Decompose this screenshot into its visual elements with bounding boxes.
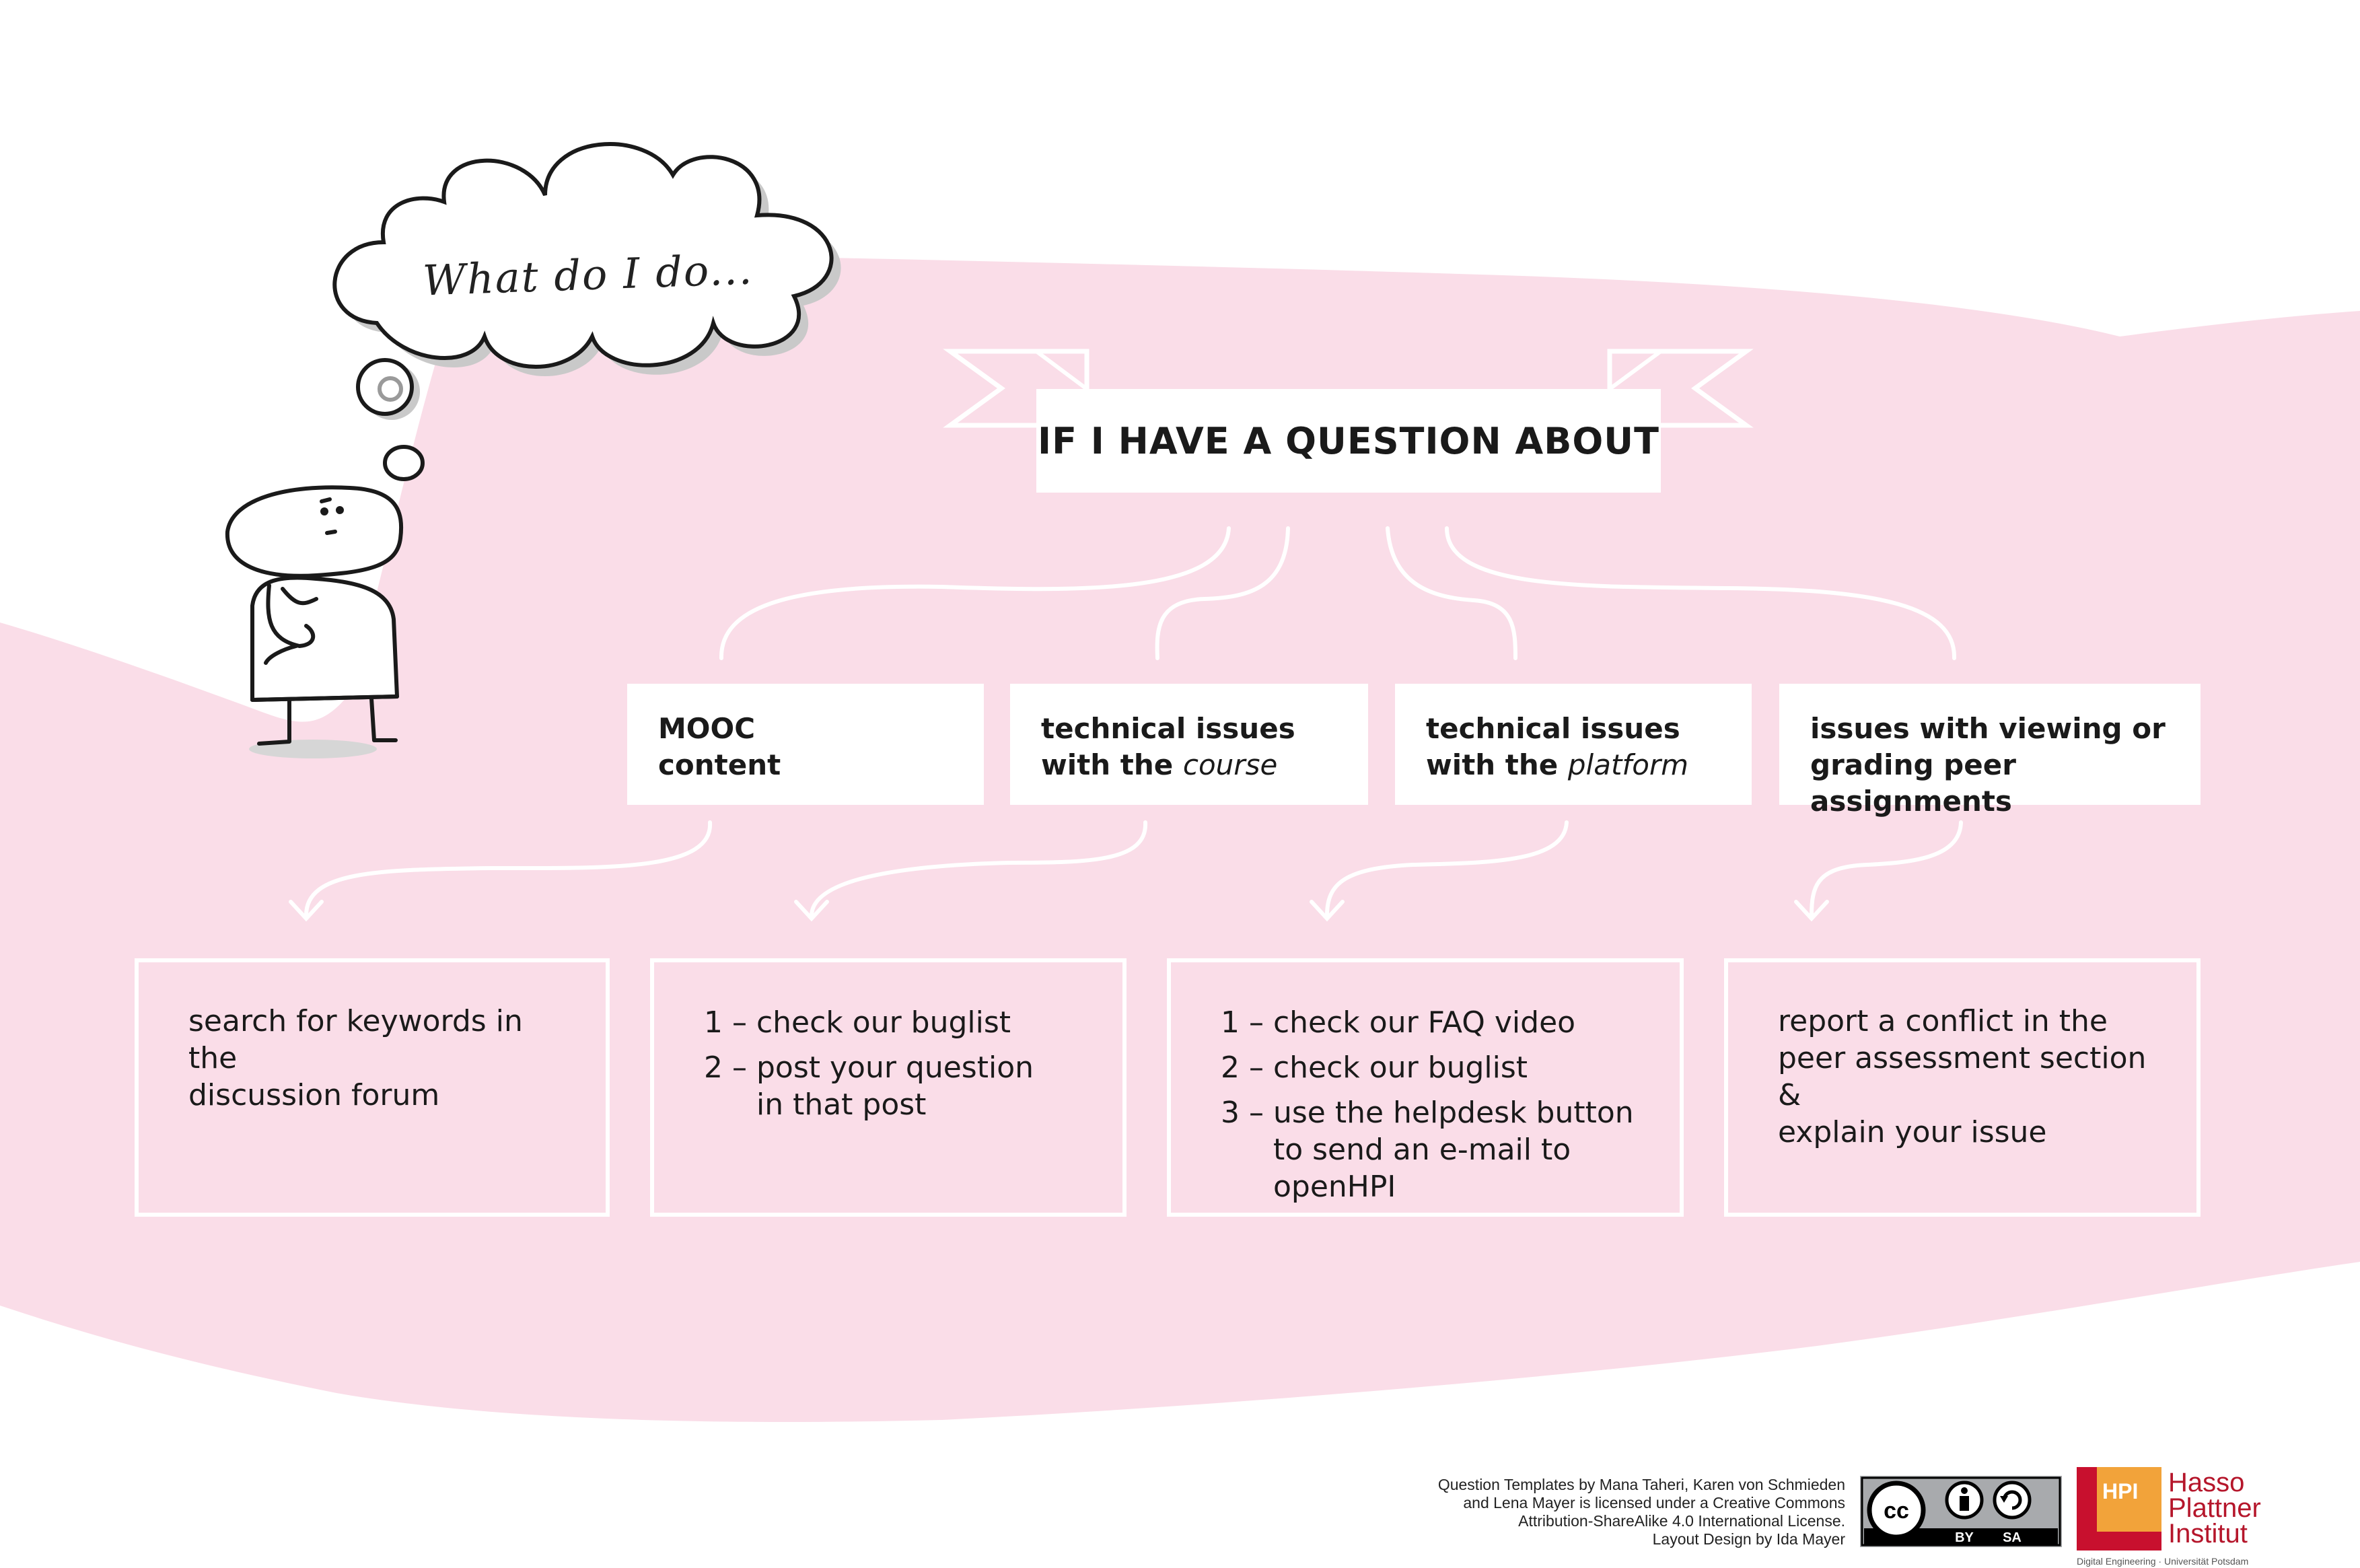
sa-label: SA — [2003, 1530, 2022, 1545]
category-peer-assignments: issues with viewing or grading peer assi… — [1779, 684, 2201, 818]
category-line1: technical issues — [1426, 712, 1680, 745]
category-mooc-content: MOOC content — [627, 684, 984, 805]
arrowhead-platform — [1310, 900, 1345, 922]
cc-by-sa-icon[interactable]: cc BY SA — [1860, 1476, 2062, 1547]
action-box-course: 1 – check our buglist 2 – post your ques… — [650, 958, 1127, 1217]
hpi-subtitle: Digital Engineering · Universität Potsda… — [2077, 1556, 2249, 1567]
connector-header-peer — [1445, 526, 1957, 660]
action-box-platform: 1 – check our FAQ video 2 – check our bu… — [1167, 958, 1684, 1217]
thinking-figure — [225, 485, 404, 758]
action-step: 3 – use the helpdesk button to send an e… — [1221, 1096, 1634, 1204]
connector-header-course — [1155, 526, 1290, 660]
action-step: 2 – post your question in that post — [704, 1050, 1034, 1122]
connector-header-platform — [1386, 526, 1517, 660]
hpi-abbr: HPI — [2102, 1479, 2139, 1503]
category-line2: with the course — [1041, 748, 1278, 781]
action-box-peer: report a conflict in the peer assessment… — [1724, 958, 2201, 1217]
thought-bubble-small — [383, 445, 425, 481]
category-line2: grading peer assignments — [1810, 748, 2016, 818]
category-line1: issues with viewing or — [1810, 712, 2166, 745]
action-step: 1 – check our FAQ video — [1221, 1005, 1576, 1040]
category-line1: technical issues — [1041, 712, 1295, 745]
connector-platform-action — [1325, 820, 1569, 917]
action-box-mooc: search for keywords in the discussion fo… — [135, 958, 610, 1217]
connector-peer-action — [1810, 820, 1963, 917]
connector-mooc-action — [304, 820, 713, 917]
sa-icon — [1993, 1481, 2032, 1520]
connector-header-mooc — [719, 526, 1231, 660]
arrowhead-mooc — [289, 900, 324, 922]
license-credits: Question Templates by Mana Taheri, Karen… — [1437, 1476, 1845, 1548]
pink-band — [0, 250, 2360, 1423]
arrowhead-peer — [1794, 900, 1829, 922]
ribbon-fold-right — [1608, 349, 1662, 391]
ribbon-fold-left — [1035, 349, 1088, 391]
action-text-line: discussion forum — [188, 1078, 440, 1112]
connector-course-action — [810, 820, 1148, 917]
category-technical-course: technical issues with the course — [1010, 684, 1368, 805]
arrowhead-course — [794, 900, 829, 922]
by-label: BY — [1955, 1530, 1974, 1545]
category-line1: MOOC — [658, 712, 756, 745]
action-text-line: peer assessment section & — [1778, 1041, 2147, 1112]
svg-text:cc: cc — [1884, 1498, 1909, 1524]
category-line2: with the platform — [1426, 748, 1689, 781]
action-text-line: search for keywords in the — [188, 1004, 523, 1075]
action-step: 1 – check our buglist — [704, 1005, 1011, 1040]
category-line2: content — [658, 748, 781, 781]
hpi-logo-icon[interactable]: HPI — [2077, 1467, 2161, 1551]
action-text-line: report a conflict in the — [1778, 1004, 2108, 1038]
ribbon-tail-left — [943, 349, 1089, 428]
action-text-line: explain your issue — [1778, 1115, 2047, 1149]
thought-bubble-inner-ring — [378, 376, 403, 402]
category-technical-platform: technical issues with the platform — [1395, 684, 1752, 805]
thought-cloud — [332, 142, 834, 369]
hpi-name: Hasso Plattner Institut — [2168, 1468, 2261, 1548]
header-title: IF I HAVE A QUESTION ABOUT — [1036, 389, 1661, 493]
action-step: 2 – check our buglist — [1221, 1050, 1528, 1085]
